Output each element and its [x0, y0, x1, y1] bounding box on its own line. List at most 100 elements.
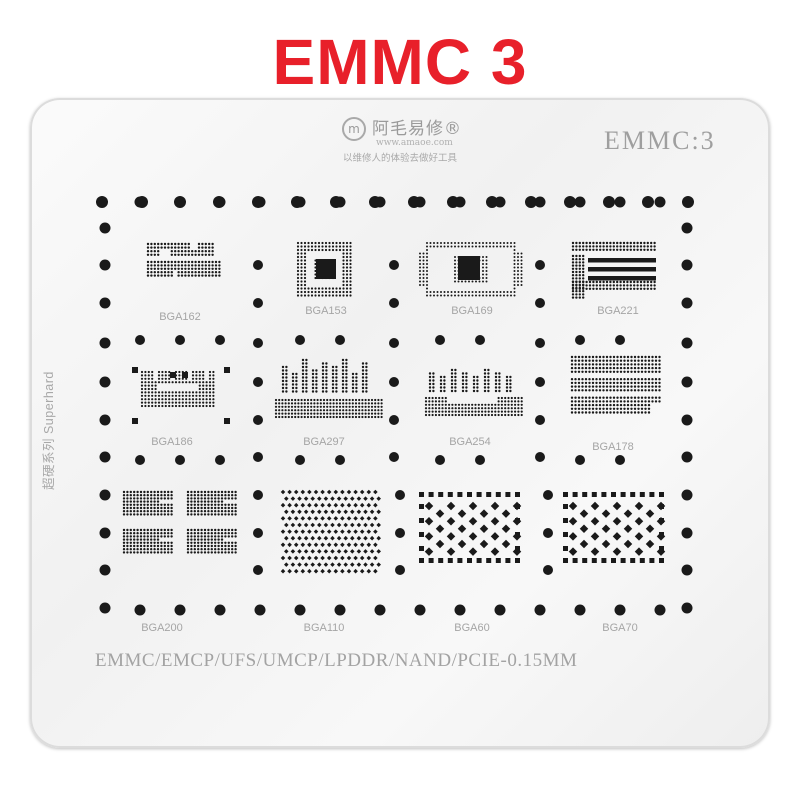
ball-pad	[647, 355, 651, 359]
ball-pad	[336, 562, 342, 567]
ball-pad	[297, 398, 300, 402]
ball-pad	[485, 291, 488, 293]
align-hole	[253, 415, 263, 425]
ball-pad	[355, 372, 358, 376]
ball-pad	[311, 383, 315, 386]
ball-pad	[284, 496, 289, 501]
ball-pad	[293, 568, 299, 574]
ball-pad	[153, 548, 156, 551]
ball-pad	[439, 382, 443, 386]
ball-pad	[160, 528, 163, 532]
ball-pad	[140, 387, 144, 391]
ball-pad	[478, 242, 481, 244]
corner-pad	[132, 367, 138, 373]
ball-pad	[144, 394, 147, 397]
ball-pad	[575, 264, 578, 267]
ball-pad	[346, 516, 352, 521]
ball-pad	[342, 402, 345, 405]
ball-pad	[217, 510, 220, 513]
ball-pad	[619, 366, 623, 370]
ball-pad	[193, 506, 196, 510]
ball-pad	[291, 376, 295, 379]
ball-pad	[634, 547, 644, 556]
ball-pad	[280, 542, 286, 548]
ball-pad	[640, 359, 644, 362]
ball-pad	[637, 396, 640, 399]
ball-pad	[342, 245, 345, 248]
ball-pad	[365, 379, 368, 383]
ball-pad	[163, 503, 166, 506]
ball-pad	[498, 386, 501, 389]
ball-pad	[450, 389, 454, 393]
ball-pad	[146, 264, 150, 267]
ball-pad	[582, 290, 585, 293]
ball-pad	[146, 506, 149, 510]
ball-pad	[150, 253, 153, 256]
ball-pad	[489, 291, 491, 293]
ball-pad	[297, 402, 300, 405]
ball-pad	[633, 284, 636, 287]
ball-pad	[144, 401, 147, 404]
ball-pad	[584, 363, 588, 366]
ball-pad	[595, 378, 598, 381]
ball-pad	[201, 253, 204, 256]
ball-pad	[505, 389, 509, 393]
ball-pad	[330, 549, 335, 554]
edge-pad	[563, 518, 568, 523]
ball-pad	[585, 245, 588, 248]
ball-pad	[297, 405, 300, 408]
ball-pad	[619, 359, 623, 362]
ball-pad	[619, 396, 623, 399]
ball-pad	[513, 252, 516, 255]
ball-pad	[359, 502, 365, 508]
ball-pad	[163, 541, 166, 544]
ball-pad	[578, 267, 581, 270]
ball-pad	[581, 407, 584, 410]
ball-pad	[461, 291, 463, 293]
ball-pad	[143, 528, 146, 532]
ball-pad	[595, 389, 598, 392]
ball-pad	[367, 405, 370, 408]
ball-pad	[605, 378, 609, 381]
ball-pad	[354, 415, 358, 419]
ball-pad	[210, 532, 213, 535]
ball-pad	[349, 262, 352, 266]
ball-pad	[367, 415, 370, 419]
ball-pad	[639, 280, 643, 284]
ball-pad	[321, 290, 324, 294]
ball-pad	[433, 294, 435, 297]
ball-pad	[350, 509, 355, 515]
ball-pad	[335, 248, 338, 252]
ball-pad	[167, 528, 170, 532]
ball-pad	[346, 542, 352, 548]
ball-pad	[157, 394, 161, 397]
ball-pad	[184, 260, 187, 264]
ball-pad	[211, 274, 214, 277]
align-hole	[334, 196, 346, 208]
ball-pad	[184, 274, 187, 277]
ball-pad	[507, 407, 510, 410]
ball-pad	[170, 513, 173, 516]
ball-pad	[517, 270, 519, 272]
ball-pad	[320, 542, 325, 548]
ball-pad	[609, 385, 612, 388]
ball-pad	[311, 376, 315, 379]
ball-pad	[163, 271, 167, 274]
ball-pad	[167, 267, 170, 270]
ball-pad	[150, 490, 153, 494]
ball-pad	[582, 258, 585, 261]
ball-pad	[510, 396, 513, 400]
ball-pad	[634, 516, 644, 526]
ball-pad	[150, 267, 153, 270]
ball-pad	[575, 290, 578, 293]
ball-pad	[582, 267, 585, 270]
ball-pad	[330, 522, 335, 528]
ball-pad	[146, 497, 149, 500]
ball-pad	[207, 497, 210, 500]
ball-pad	[333, 502, 339, 508]
ball-pad	[186, 510, 190, 513]
ball-pad	[637, 355, 640, 359]
ball-pad	[612, 363, 616, 366]
ball-pad	[619, 411, 623, 414]
ball-pad	[296, 255, 300, 259]
